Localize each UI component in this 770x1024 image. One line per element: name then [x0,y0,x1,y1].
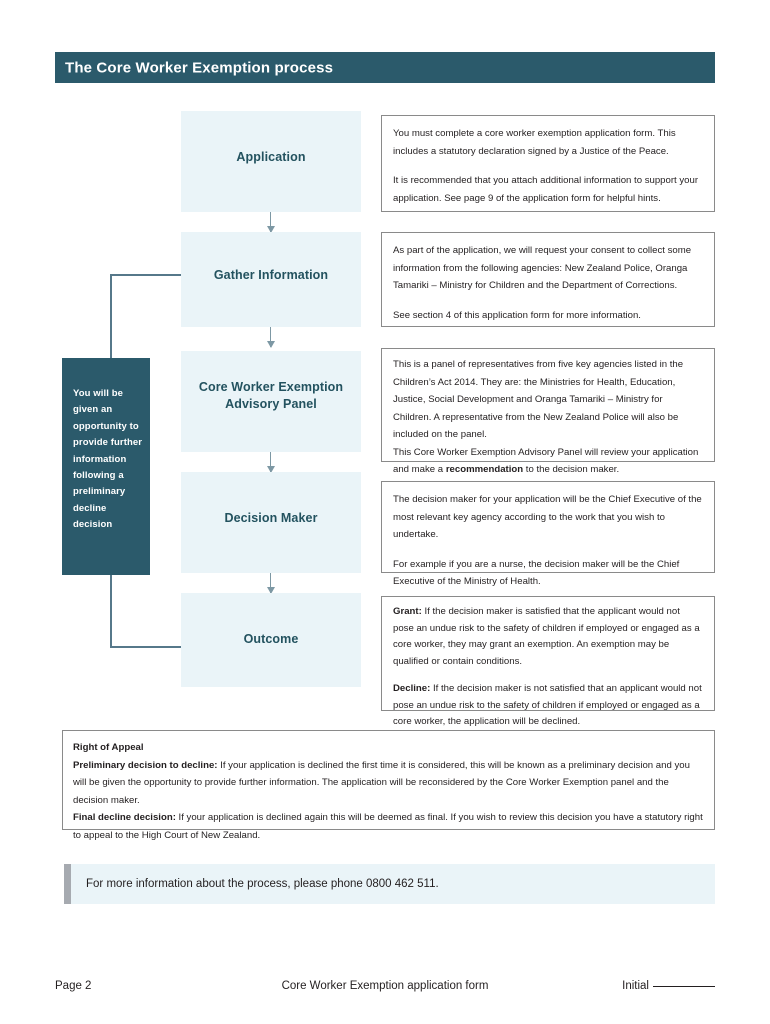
rich-after: to the decision maker. [523,464,620,475]
info-bar-accent [64,864,71,904]
stage-box-decision-maker: Decision Maker [181,472,361,573]
arrow-gather-to-panel [266,327,275,348]
desc-paragraph: For example if you are a nurse, the deci… [393,558,680,588]
desc-paragraph: It is recommended that you attach additi… [393,175,699,204]
desc-paragraph: This is a panel of representatives from … [393,359,684,440]
stage-box-outcome: Outcome [181,593,361,687]
outcome-text-decline: If the decision maker is not satisfied t… [393,683,702,727]
desc-box-decision-maker: The decision maker for your application … [381,481,715,587]
desc-box-outcome: Grant: If the decision maker is satisfie… [381,596,715,727]
stage-label-gather-information: Gather Information [213,268,329,282]
stage-box-advisory-panel: Core Worker Exemption Advisory Panel [181,351,361,452]
callout-text: You will be given an opportunity to prov… [73,388,143,531]
footer-initial-rule [653,986,715,987]
preliminary-decline-callout: You will be given an opportunity to prov… [62,358,150,575]
desc-paragraph-rich: This Core Worker Exemption Advisory Pane… [393,444,703,479]
stage-box-application: Application [181,111,361,212]
stage-label-advisory-panel: Core Worker Exemption Advisory Panel [198,380,344,411]
arrow-panel-to-decision-maker [266,452,275,473]
stage-label-application: Application [236,150,306,164]
page-header-bar: The Core Worker Exemption process [55,52,715,83]
appeal-final-paragraph: Final decline decision: If your applicat… [73,809,704,844]
arrow-decision-maker-to-outcome [266,573,275,594]
outcome-term-grant: Grant: [393,606,422,617]
footer-initial-label: Initial [622,980,649,992]
desc-box-advisory-panel: This is a panel of representatives from … [381,348,715,475]
desc-box-gather-information: As part of the application, we will requ… [381,232,715,327]
more-information-bar: For more information about the process, … [64,864,715,904]
outcome-grant-paragraph: Grant: If the decision maker is satisfie… [393,604,703,670]
rich-before: This Core Worker Exemption Advisory Pane… [393,446,699,476]
footer-initial-field: Initial [622,980,715,992]
page-footer: Page 2 Core Worker Exemption application… [55,980,715,998]
desc-paragraph: As part of the application, we will requ… [393,245,692,291]
outcome-term-decline: Decline: [393,683,431,694]
appeal-term-preliminary: Preliminary decision to decline: [73,759,218,771]
stage-label-decision-maker: Decision Maker [224,511,318,525]
feedback-loop-top-segment [110,274,182,276]
footer-page-number: Page 2 [55,980,92,992]
footer-document-title: Core Worker Exemption application form [281,980,489,992]
feedback-loop-bottom-segment [110,646,182,648]
stage-box-gather-information: Gather Information [181,232,361,327]
arrow-application-to-gather [266,212,275,233]
rich-bold: recommendation [445,464,524,475]
outcome-text-grant: If the decision maker is satisfied that … [393,606,700,667]
appeal-text-final: If your application is declined again th… [73,812,703,841]
appeal-heading: Right of Appeal [73,739,704,757]
info-bar-text: For more information about the process, … [86,878,439,890]
appeal-heading-text: Right of Appeal [73,742,144,753]
right-of-appeal-box: Right of Appeal Preliminary decision to … [62,730,715,841]
stage-label-outcome: Outcome [243,632,299,646]
appeal-term-final: Final decline decision: [73,812,176,824]
outcome-decline-paragraph: Decline: If the decision maker is not sa… [393,681,703,731]
appeal-preliminary-paragraph: Preliminary decision to decline: If your… [73,757,704,810]
desc-paragraph: See section 4 of this application form f… [393,309,641,321]
appeal-text-preliminary: If your application is declined the firs… [73,759,690,806]
desc-box-application: You must complete a core worker exemptio… [381,115,715,212]
desc-paragraph: You must complete a core worker exemptio… [393,128,676,157]
desc-paragraph: The decision maker for your application … [393,494,702,540]
page-title: The Core Worker Exemption process [65,59,334,76]
